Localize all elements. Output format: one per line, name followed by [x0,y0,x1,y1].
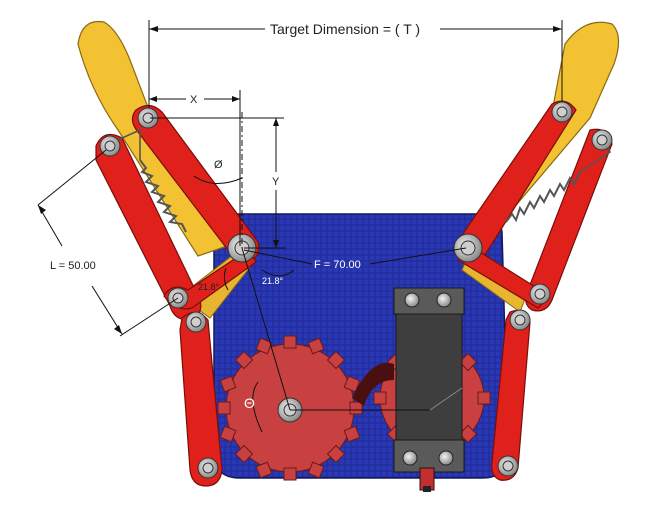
angle-left-label: 21.8° [198,282,220,292]
y-label: Y [272,176,280,188]
bolt-left-low2 [185,311,207,333]
bolt-right-bottom [497,455,519,477]
bolt-left-bottom [197,457,219,479]
bolt-servo-1 [404,292,420,308]
phi-label: Ø [214,159,223,171]
dimension-lines [37,20,563,433]
right-spring [505,171,581,223]
bolt-servo-4 [438,450,454,466]
left-links [95,104,260,487]
length-label: L = 50.00 [50,260,96,272]
x-label: X [190,94,198,106]
length-label-bg [48,256,110,272]
angle-center-label: 21.8° [262,276,284,286]
frame-label: F = 70.00 [314,259,361,271]
left-spring [139,159,187,233]
bolt-servo-2 [436,292,452,308]
bolt-right-mid [591,129,613,151]
bolt-right-pivot [453,233,483,263]
target-label-bg [266,20,440,38]
servo-horn [352,362,394,406]
bolt-right-top [551,101,573,123]
bolt-right-low [529,283,551,305]
bolt-right-low2 [509,309,531,331]
theta-label: Θ [244,395,255,411]
bolt-servo-3 [402,450,418,466]
target-dimension-label: Target Dimension = ( T ) [270,21,420,37]
